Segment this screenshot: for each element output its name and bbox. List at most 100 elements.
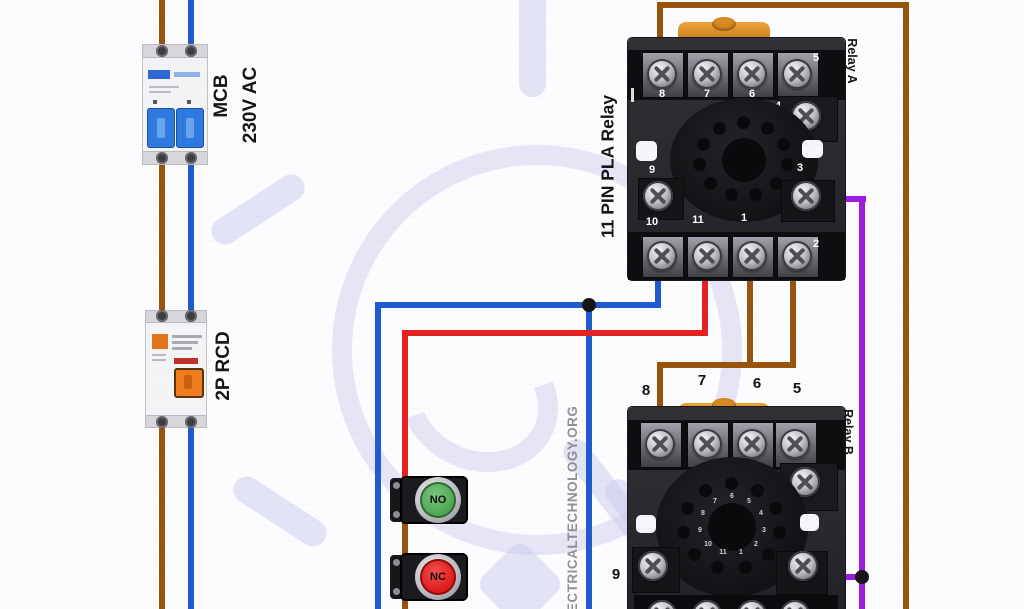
watermark-text: ELECTRICALTECHNOLOGY.ORG [565,405,580,609]
relay-a-mount-slot [636,141,657,161]
relay-a-center-hole [722,138,766,182]
relay-a-pin-label: 7 [703,88,711,100]
relay-b-screw-9 [638,551,668,581]
rcd-switch[interactable] [174,368,204,398]
relay-a-screw-10 [647,241,677,271]
rcd-top-terminals [145,310,207,323]
rcd-bottom-terminals [145,415,207,428]
wire-relay-a-pin10 [655,260,661,308]
rcd-switch-handle [184,375,192,389]
relay-b-pin-label: 9 [611,566,621,583]
rcd-print-line [152,354,166,356]
wire-phase-rcd-out [159,422,165,609]
wire-phase-mcb-rcd [159,160,165,316]
relay-a-pin-label: 5 [812,52,820,64]
rcd-terminal-screw [156,416,168,428]
wire-purple-drop [859,196,865,609]
relay-a-name: Relay A [845,38,859,84]
mcb-indicator [153,100,157,104]
mcb-brand-stripe [148,70,170,79]
wire-relay-a-pin2 [790,260,796,368]
relay-b-screw-6 [737,429,767,459]
relay-a-pin-label: 3 [796,162,804,174]
relay-b-center-hole [708,503,756,551]
relay-a-pin-label: 2 [812,238,820,250]
mcb-body [142,58,208,151]
relay-a-screw-9 [643,181,673,211]
relay-b-screw-7 [692,429,722,459]
relay-b-screw-8 [645,429,675,459]
relay-a-pin-label: 9 [648,164,656,176]
mcb-print-line [149,91,171,93]
relay-socket-title: 11 PIN PLA Relay [597,94,618,239]
relay-a-screw-7 [692,59,722,89]
relay-a-index-mark [631,88,634,102]
rcd-print-line [152,359,166,361]
mcb-terminal-screw [185,45,197,57]
relay-b-socket: 6 5 4 3 2 1 11 10 9 8 7 [628,407,845,609]
relay-a-mount-slot [802,140,823,158]
wire-neutral-top [188,0,194,50]
wire-relay-a-pin8-up [657,2,663,60]
mcb-toggle-right[interactable] [176,108,204,148]
relay-a-screw-11 [692,241,722,271]
rcd-print-line [172,341,198,344]
wire-neutral-bus [375,302,661,308]
relay-b-screw-bottom [737,600,767,609]
rcd-print-line [172,347,192,350]
wire-brown-link [657,362,796,368]
relay-a-screw-6 [737,59,767,89]
nc-button-face[interactable]: NC [420,559,456,595]
wire-to-relay-b-pin8 [657,362,663,424]
relay-a-screw-8 [647,59,677,89]
relay-b-pin-label: 8 [641,382,651,399]
mcb-indicator [187,100,191,104]
mcb-brand-dash [174,72,200,77]
mcb-print-line [149,86,179,88]
relay-a-screw-2 [782,241,812,271]
relay-b-mount-slot [636,515,656,533]
relay-b-name: Relay B [841,409,855,455]
relay-b-screw-bottom [647,600,677,609]
mcb-toggle-left[interactable] [147,108,175,148]
relay-b-ring-number: 3 [762,527,766,534]
relay-b-ring-number: 4 [759,510,763,517]
relay-a-pin-label: 6 [748,88,756,100]
relay-b-screw-3 [788,551,818,581]
mcb-top-terminals [142,44,208,58]
wire-neutral-rcd-out [188,422,194,609]
mcb-terminal-screw [185,152,197,164]
mcb-toggle-handle [157,118,165,138]
relay-b-ring-number: 6 [730,493,734,500]
watermark-ray-top [519,0,546,97]
mcb-terminal-screw [156,152,168,164]
mcb-label-line2: 230V AC [240,66,261,144]
relay-b-pin-label: 5 [792,380,802,397]
wire-red-to-no-button [402,330,408,480]
mcb-terminal-screw [156,45,168,57]
relay-a-pin-label: 11 [692,214,704,226]
rcd-breaker [145,310,207,428]
relay-a-screw-5 [782,59,812,89]
relay-b-pin-label: 7 [697,372,707,389]
junction-dot-purple [855,570,869,584]
relay-a-pin-label: 1 [740,212,748,224]
relay-b-screw-bottom [780,600,810,609]
relay-a-pin-label: 10 [645,216,659,228]
mcb-bottom-terminals [142,151,208,165]
no-button-face[interactable]: NO [420,482,456,518]
wire-red-bus [402,330,708,336]
relay-b-screw-bottom [692,600,722,609]
junction-dot-neutral [582,298,596,312]
rcd-body [145,323,207,415]
relay-b-ring-number: 9 [698,527,702,534]
watermark-ray-upper-left [206,169,310,250]
wire-phase-right-drop [903,2,909,609]
rcd-print-line [172,335,202,338]
relay-b-ring-number: 2 [754,541,758,548]
rcd-label: 2P RCD [213,331,234,401]
relay-b-ring-number: 7 [713,498,717,505]
relay-b-ring-number: 11 [719,549,727,556]
relay-b-pin-label: 6 [752,375,762,392]
mcb-breaker [142,44,208,165]
